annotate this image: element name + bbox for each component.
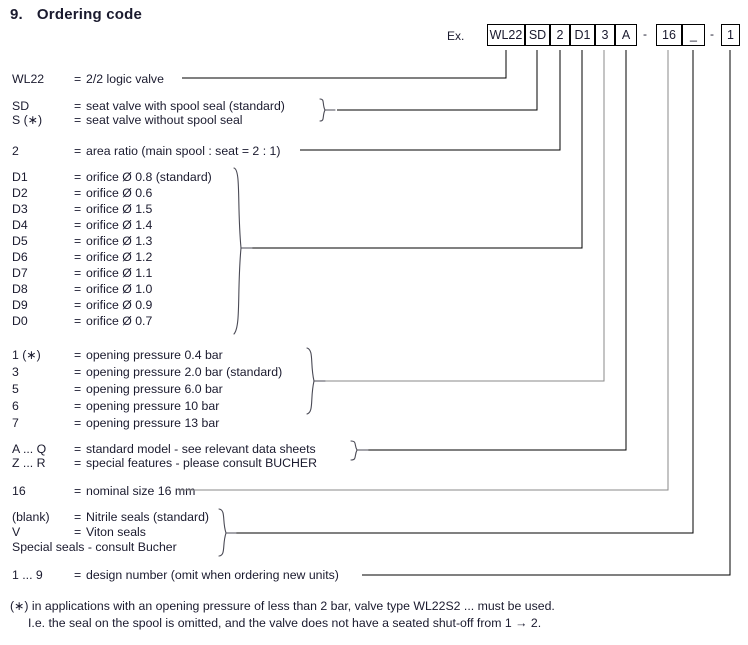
option-equals: = bbox=[74, 365, 82, 379]
option-value: opening pressure 6.0 bar bbox=[86, 382, 223, 396]
option-key: D4 bbox=[12, 218, 28, 232]
option-equals: = bbox=[74, 416, 82, 430]
code-box-orifice[interactable]: D1 bbox=[570, 24, 595, 46]
option-value: opening pressure 13 bar bbox=[86, 416, 220, 430]
dash-1: - bbox=[643, 27, 647, 41]
option-value: orifice Ø 0.7 bbox=[86, 314, 153, 328]
option-value: Viton seals bbox=[86, 525, 146, 539]
option-equals: = bbox=[74, 382, 82, 396]
option-value: orifice Ø 0.6 bbox=[86, 186, 153, 200]
option-value: orifice Ø 1.0 bbox=[86, 282, 153, 296]
dash-2: - bbox=[710, 27, 714, 41]
option-key: SD bbox=[12, 99, 30, 113]
option-equals: = bbox=[74, 266, 82, 280]
option-equals: = bbox=[74, 298, 82, 312]
code-box-design-number[interactable]: 1 bbox=[721, 24, 740, 46]
option-value: seat valve without spool seal bbox=[86, 113, 243, 127]
option-key: D1 bbox=[12, 170, 28, 184]
option-value: Nitrile seals (standard) bbox=[86, 510, 210, 524]
option-value: orifice Ø 1.4 bbox=[86, 218, 153, 232]
option-value: standard model - see relevant data sheet… bbox=[86, 442, 316, 456]
option-equals: = bbox=[74, 282, 82, 296]
option-key: 5 bbox=[12, 382, 19, 396]
option-equals: = bbox=[74, 348, 82, 362]
option-key: 16 bbox=[12, 484, 26, 498]
option-key: D9 bbox=[12, 298, 28, 312]
option-value: area ratio (main spool : seat = 2 : 1) bbox=[86, 144, 281, 158]
footnote-line-1: (∗) in applications with an opening pres… bbox=[10, 599, 555, 613]
option-equals: = bbox=[74, 399, 82, 413]
option-key: D7 bbox=[12, 266, 28, 280]
footnote-line-2: I.e. the seal on the spool is omitted, a… bbox=[28, 616, 542, 630]
code-box-valve-type[interactable]: WL22 bbox=[487, 24, 525, 46]
section-title: Ordering code bbox=[36, 6, 143, 23]
option-key: 3 bbox=[12, 365, 19, 379]
option-key: 1 ... 9 bbox=[12, 568, 43, 582]
option-value: orifice Ø 1.1 bbox=[86, 266, 153, 280]
option-key: D5 bbox=[12, 234, 28, 248]
option-value: seat valve with spool seal (standard) bbox=[86, 99, 285, 113]
option-equals: = bbox=[74, 314, 82, 328]
option-key: V bbox=[12, 525, 21, 539]
example-label: Ex. bbox=[447, 29, 465, 43]
option-equals: = bbox=[74, 99, 82, 113]
option-equals: = bbox=[74, 186, 82, 200]
option-equals: = bbox=[74, 218, 82, 232]
option-equals: = bbox=[74, 568, 82, 582]
footnote: (∗) in applications with an opening pres… bbox=[10, 598, 555, 632]
option-value: orifice Ø 0.9 bbox=[86, 298, 153, 312]
code-box-opening-pressure[interactable]: 3 bbox=[595, 24, 615, 46]
option-equals: = bbox=[74, 484, 82, 498]
option-equals: = bbox=[74, 202, 82, 216]
option-value: orifice Ø 1.5 bbox=[86, 202, 153, 216]
code-box-model[interactable]: A bbox=[615, 24, 637, 46]
code-box-nominal-size[interactable]: 16 bbox=[656, 24, 682, 46]
option-key: 2 bbox=[12, 144, 19, 158]
option-value: opening pressure 2.0 bar (standard) bbox=[86, 365, 283, 379]
option-equals: = bbox=[74, 525, 82, 539]
option-key: 1 (∗) bbox=[12, 348, 41, 362]
option-equals: = bbox=[74, 456, 82, 470]
option-key: D8 bbox=[12, 282, 28, 296]
option-value: opening pressure 10 bar bbox=[86, 399, 220, 413]
option-key: S (∗) bbox=[12, 113, 43, 127]
page-title: 9. Ordering code bbox=[10, 6, 142, 23]
option-equals: = bbox=[74, 113, 82, 127]
option-key: D6 bbox=[12, 250, 28, 264]
option-equals: = bbox=[74, 510, 82, 524]
option-key: Z ... R bbox=[12, 456, 46, 470]
option-key: A ... Q bbox=[12, 442, 47, 456]
option-key: (blank) bbox=[12, 510, 50, 524]
option-value: special features - please consult BUCHER bbox=[86, 456, 318, 470]
option-value: 2/2 logic valve bbox=[86, 72, 164, 86]
option-key: 6 bbox=[12, 399, 19, 413]
option-equals: = bbox=[74, 250, 82, 264]
option-equals: = bbox=[74, 144, 82, 158]
option-value: orifice Ø 1.3 bbox=[86, 234, 153, 248]
option-equals: = bbox=[74, 234, 82, 248]
section-number: 9. bbox=[10, 6, 23, 23]
option-value: orifice Ø 0.8 (standard) bbox=[86, 170, 212, 184]
code-box-area-ratio[interactable]: 2 bbox=[550, 24, 570, 46]
option-key: 7 bbox=[12, 416, 19, 430]
code-box-seals[interactable]: _ bbox=[682, 24, 705, 46]
option-equals: = bbox=[74, 72, 82, 86]
option-equals: = bbox=[74, 442, 82, 456]
option-value: opening pressure 0.4 bar bbox=[86, 348, 223, 362]
option-value: nominal size 16 mm bbox=[86, 484, 196, 498]
code-box-seat-seal[interactable]: SD bbox=[525, 24, 550, 46]
option-key: D3 bbox=[12, 202, 28, 216]
option-equals: = bbox=[74, 170, 82, 184]
option-key: D0 bbox=[12, 314, 28, 328]
option-value: orifice Ø 1.2 bbox=[86, 250, 153, 264]
option-key: WL22 bbox=[12, 72, 45, 86]
option-key: Special seals - consult Bucher bbox=[12, 540, 177, 554]
option-value: design number (omit when ordering new un… bbox=[86, 568, 339, 582]
option-key: D2 bbox=[12, 186, 28, 200]
